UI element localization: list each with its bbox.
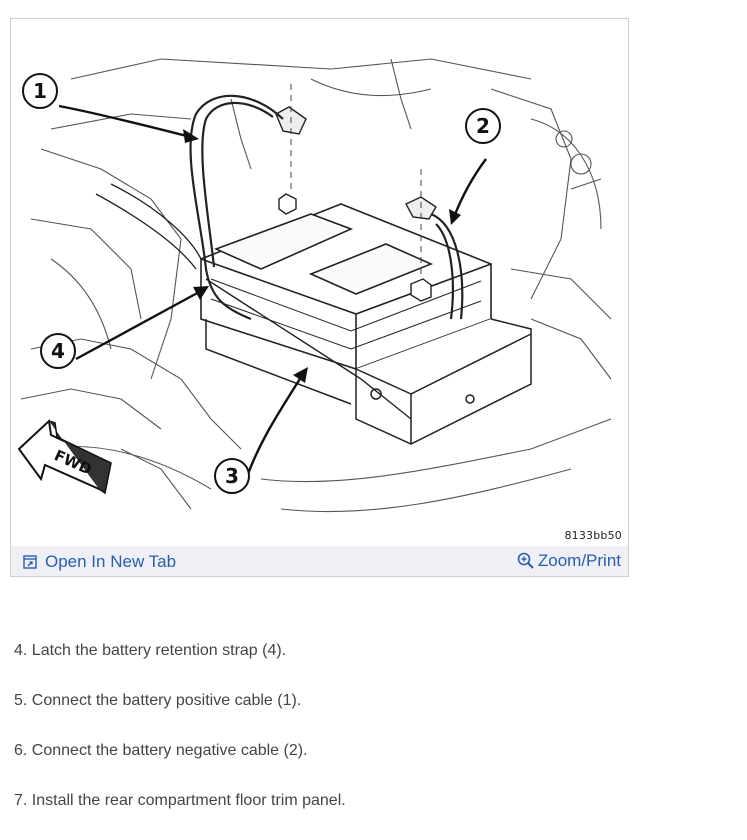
battery bbox=[200, 203, 492, 370]
fwd-arrow-icon: FWD bbox=[17, 418, 112, 495]
callout-4: 4 bbox=[51, 339, 65, 363]
open-in-new-tab-label: Open In New Tab bbox=[45, 552, 177, 571]
step-item: 4. Latch the battery retention strap (4)… bbox=[14, 642, 287, 659]
zoom-print-link[interactable]: Zoom/Print bbox=[517, 551, 621, 571]
callout-3: 3 bbox=[225, 464, 239, 488]
open-new-tab-icon bbox=[23, 555, 37, 569]
step-item: 6. Connect the battery negative cable (2… bbox=[14, 742, 308, 759]
step-item: 5. Connect the battery positive cable (1… bbox=[14, 692, 302, 709]
callout-1: 1 bbox=[33, 79, 47, 103]
step-item: 7. Install the rear compartment floor tr… bbox=[14, 792, 346, 809]
callout-2: 2 bbox=[476, 114, 490, 138]
figure-footer: Open In New Tab Zoom/Print bbox=[11, 546, 628, 576]
instruction-steps: 4. Latch the battery retention strap (4)… bbox=[14, 640, 346, 840]
open-in-new-tab-link[interactable]: Open In New Tab bbox=[23, 552, 176, 572]
figure-card: 1 2 4 3 FWD 8133bb50 Open In New Tab bbox=[10, 18, 629, 577]
zoom-in-icon bbox=[517, 552, 534, 569]
figure-id: 8133bb50 bbox=[564, 529, 622, 542]
zoom-print-label: Zoom/Print bbox=[537, 551, 621, 570]
battery-installation-illustration[interactable]: 1 2 4 3 FWD bbox=[11, 19, 628, 546]
